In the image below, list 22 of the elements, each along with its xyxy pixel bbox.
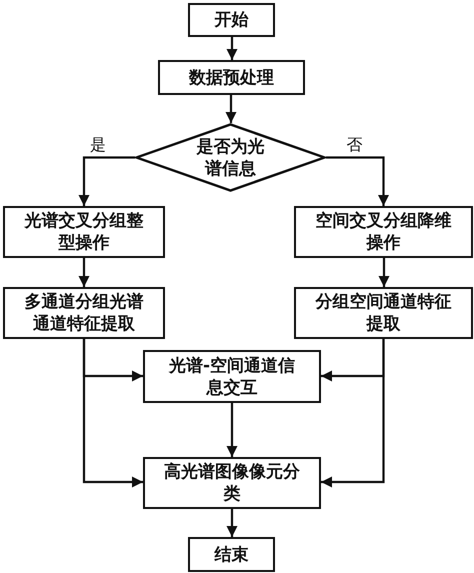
arrow (321, 339, 385, 488)
edge-label: 是 (89, 136, 107, 154)
arrow (326, 156, 389, 206)
process-box: 数据预处理 (158, 60, 305, 95)
arrow (226, 403, 238, 457)
terminal-box: 结束 (188, 537, 275, 572)
arrow (378, 258, 390, 287)
decision-diamond: 是否为光谱信息 (135, 123, 326, 192)
process-box: 高光谱图像像元分类 (143, 457, 321, 509)
arrow (82, 339, 143, 488)
process-box: 空间交叉分组降维操作 (294, 206, 473, 258)
arrow (226, 95, 236, 123)
process-box: 分组空间通道特征提取 (294, 287, 473, 339)
arrow (78, 156, 135, 206)
process-box: 光谱-空间通道信息交互 (143, 350, 321, 403)
terminal-box: 开始 (188, 3, 275, 37)
process-box: 光谱交叉分组整型操作 (3, 206, 165, 258)
edge-label: 否 (346, 136, 364, 154)
arrow (226, 37, 238, 60)
process-box: 多通道分组光谱通道特征提取 (3, 287, 165, 339)
arrow (226, 509, 238, 537)
arrow (78, 258, 90, 287)
